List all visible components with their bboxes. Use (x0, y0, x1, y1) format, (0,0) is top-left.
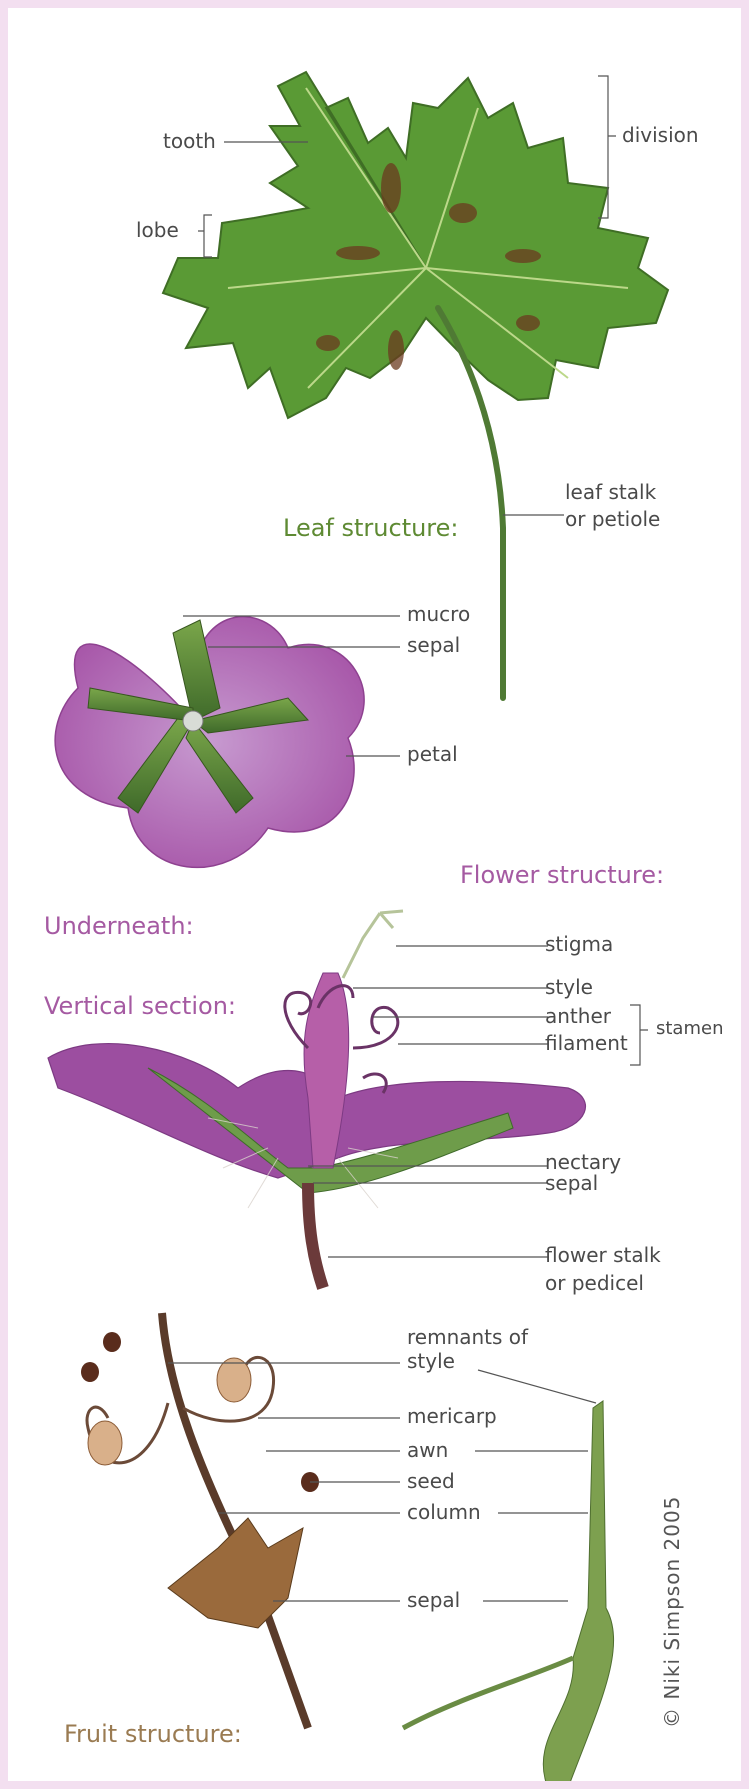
label-style: style (545, 976, 593, 999)
label-anther: anther (545, 1005, 611, 1028)
label-stigma: stigma (545, 933, 613, 956)
label-sepal-section: sepal (545, 1172, 598, 1195)
heading-underneath: Underneath: (44, 912, 194, 940)
flower-underneath-drawing (55, 617, 364, 868)
heading-leaf-structure: Leaf structure: (283, 514, 459, 542)
label-mucro: mucro (407, 603, 470, 626)
label-filament: filament (545, 1032, 628, 1055)
label-leaf-stalk: leaf stalk (565, 481, 656, 504)
heading-flower-structure: Flower structure: (460, 861, 664, 889)
label-sepal-fruit: sepal (407, 1589, 460, 1612)
label-stamen: stamen (656, 1019, 723, 1040)
label-lobe: lobe (136, 219, 179, 242)
label-column: column (407, 1501, 481, 1524)
label-seed: seed (407, 1470, 455, 1493)
label-remnants-of: remnants of (407, 1326, 528, 1349)
illustration-panel: tooth lobe division leaf stalk or petiol… (8, 8, 741, 1781)
flower-section-drawing (48, 911, 585, 1288)
heading-fruit-structure: Fruit structure: (64, 1720, 242, 1748)
botanical-artwork (8, 8, 741, 1781)
label-division: division (622, 124, 699, 147)
label-remnants-style: style (407, 1350, 455, 1373)
label-awn: awn (407, 1439, 448, 1462)
label-sepal-flower: sepal (407, 634, 460, 657)
artist-credit: © Niki Simpson 2005 (660, 1496, 684, 1728)
label-petal: petal (407, 743, 458, 766)
label-petiole: or petiole (565, 508, 660, 531)
fruit-drawing (81, 1313, 614, 1781)
label-mericarp: mericarp (407, 1405, 497, 1428)
label-flower-stalk: flower stalk (545, 1244, 661, 1267)
label-tooth: tooth (163, 130, 216, 153)
heading-vertical-section: Vertical section: (44, 992, 236, 1020)
label-pedicel: or pedicel (545, 1272, 644, 1295)
